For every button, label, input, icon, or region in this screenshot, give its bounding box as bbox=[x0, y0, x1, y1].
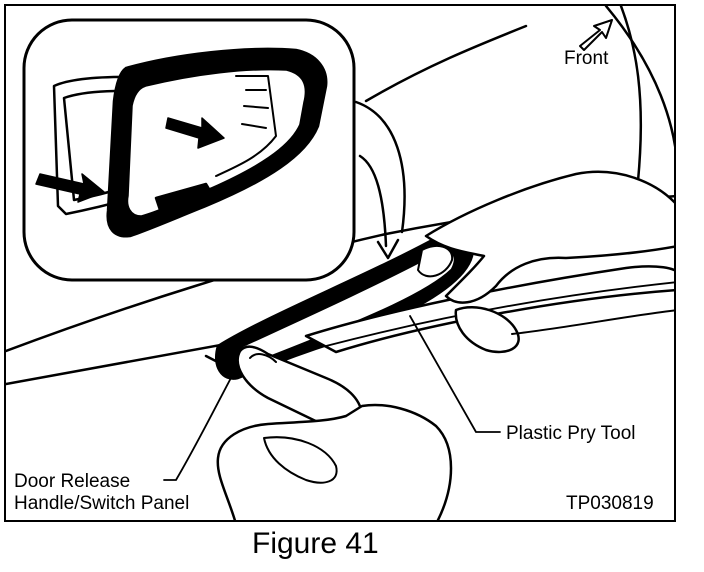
door-window-curve-2 bbox=[619, 6, 643, 183]
leader-door-release bbox=[163, 375, 233, 481]
push-arrow-icon bbox=[35, 173, 105, 203]
pry-tool-label: Plastic Pry Tool bbox=[506, 423, 636, 444]
leader-pry-tool bbox=[409, 315, 501, 433]
upper-hand bbox=[424, 170, 674, 304]
front-arrow-icon bbox=[579, 19, 613, 51]
push-arrow-icon bbox=[165, 117, 225, 149]
door-window-curve bbox=[604, 6, 674, 148]
detail-inset bbox=[22, 18, 356, 282]
figure-caption: Figure 41 bbox=[252, 527, 379, 560]
door-panel-edge bbox=[364, 24, 528, 103]
door-release-label-line2: Handle/Switch Panel bbox=[14, 493, 190, 514]
front-label: Front bbox=[564, 48, 609, 69]
callout-arrow bbox=[358, 154, 388, 248]
figure-frame: Front Plastic Pry Tool Door Release Hand… bbox=[4, 4, 676, 522]
door-release-label-line1: Door Release bbox=[14, 471, 131, 492]
door-panel-illustration bbox=[6, 6, 674, 520]
figure-code: TP030819 bbox=[566, 493, 654, 514]
